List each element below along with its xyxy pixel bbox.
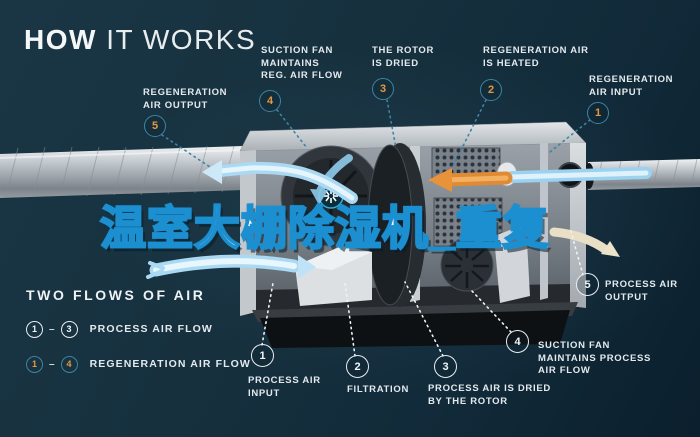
legend-row-regeneration: 1 – 4 REGENERATION AIR FLOW (26, 355, 251, 373)
callout-label-process-5: PROCESS AIR OUTPUT (605, 279, 678, 303)
legend-range-dash: – (49, 323, 55, 335)
blower-panel (494, 224, 530, 303)
callout-circle-regen-5: 5 (144, 115, 166, 137)
heater-arrow (428, 168, 513, 192)
process-blower (440, 238, 494, 292)
legend-circle-to: 4 (60, 355, 78, 373)
left-edge-panel (240, 150, 256, 316)
leader-process-2 (344, 282, 356, 357)
callout-label-regen-5: REGENERATION AIR OUTPUT (143, 87, 228, 111)
callout-label-process-1: PROCESS AIR INPUT (248, 375, 321, 399)
leader-regen-3 (386, 99, 397, 149)
desiccant-rotor (367, 143, 426, 307)
callout-circle-process-1: 1 (251, 344, 274, 367)
legend-range-dash: – (49, 358, 55, 370)
legend-label-regeneration: REGENERATION AIR FLOW (89, 358, 251, 370)
leader-regen-5 (161, 134, 211, 168)
callout-label-process-2: FILTRATION (347, 384, 410, 395)
legend-circle-from: 1 (26, 355, 43, 373)
callout-circle-process-2: 2 (346, 355, 369, 378)
legend: TWO FLOWS OF AIR 1 – 3 PROCESS AIR FLOW … (26, 287, 251, 373)
legend-title: TWO FLOWS OF AIR (26, 287, 206, 303)
callout-label-process-3: PROCESS AIR IS DRIED BY THE ROTOR (428, 383, 551, 407)
legend-circle-to: 3 (60, 320, 78, 338)
callout-label-regen-4: SUCTION FAN MAINTAINS REG. AIR FLOW (261, 45, 343, 82)
watermark-text: 温室大棚除湿机_重复 (99, 201, 550, 255)
regen-in-arrow (506, 167, 652, 183)
callout-circle-regen-2: 2 (480, 79, 502, 101)
heater-mesh-bottom (433, 197, 503, 247)
process-in-arrow (146, 254, 316, 279)
callout-circle-regen-4: 4 (259, 90, 281, 112)
legend-circle-from: 1 (26, 320, 43, 338)
callout-circle-process-3: 3 (434, 355, 457, 378)
regen-out-arrow (202, 160, 358, 204)
title-light: IT WORKS (106, 24, 257, 55)
title-bold: HOW (24, 24, 97, 55)
leader-process-5 (569, 227, 584, 276)
air-flow-arrows (146, 154, 652, 279)
leader-regen-2 (451, 99, 487, 169)
callout-label-process-4: SUCTION FAN MAINTAINS PROCESS AIR FLOW (538, 340, 652, 377)
page-title: HOW IT WORKS (24, 24, 256, 56)
callout-circle-process-4: 4 (506, 330, 529, 353)
callout-circle-regen-3: 3 (372, 78, 394, 100)
legend-label-process: PROCESS AIR FLOW (89, 323, 213, 335)
leader-lines (161, 99, 591, 357)
legend-row-process: 1 – 3 PROCESS AIR FLOW (26, 320, 251, 338)
leader-regen-4 (276, 109, 308, 149)
base-plinth (260, 310, 570, 348)
fan-swoosh-arrow (310, 154, 353, 205)
process-out-arrow (549, 227, 620, 257)
filter-box (295, 246, 372, 306)
leader-process-1 (261, 282, 274, 346)
callout-label-regen-1: REGENERATION AIR INPUT (589, 74, 674, 98)
callout-circle-regen-1: 1 (587, 102, 609, 124)
callout-circle-process-5: 5 (576, 273, 599, 296)
callout-label-regen-3: THE ROTOR IS DRIED (372, 45, 435, 69)
leader-process-4 (471, 290, 512, 333)
callout-label-regen-2: REGENERATION AIR IS HEATED (483, 45, 589, 69)
divider-wall-2 (540, 143, 548, 300)
